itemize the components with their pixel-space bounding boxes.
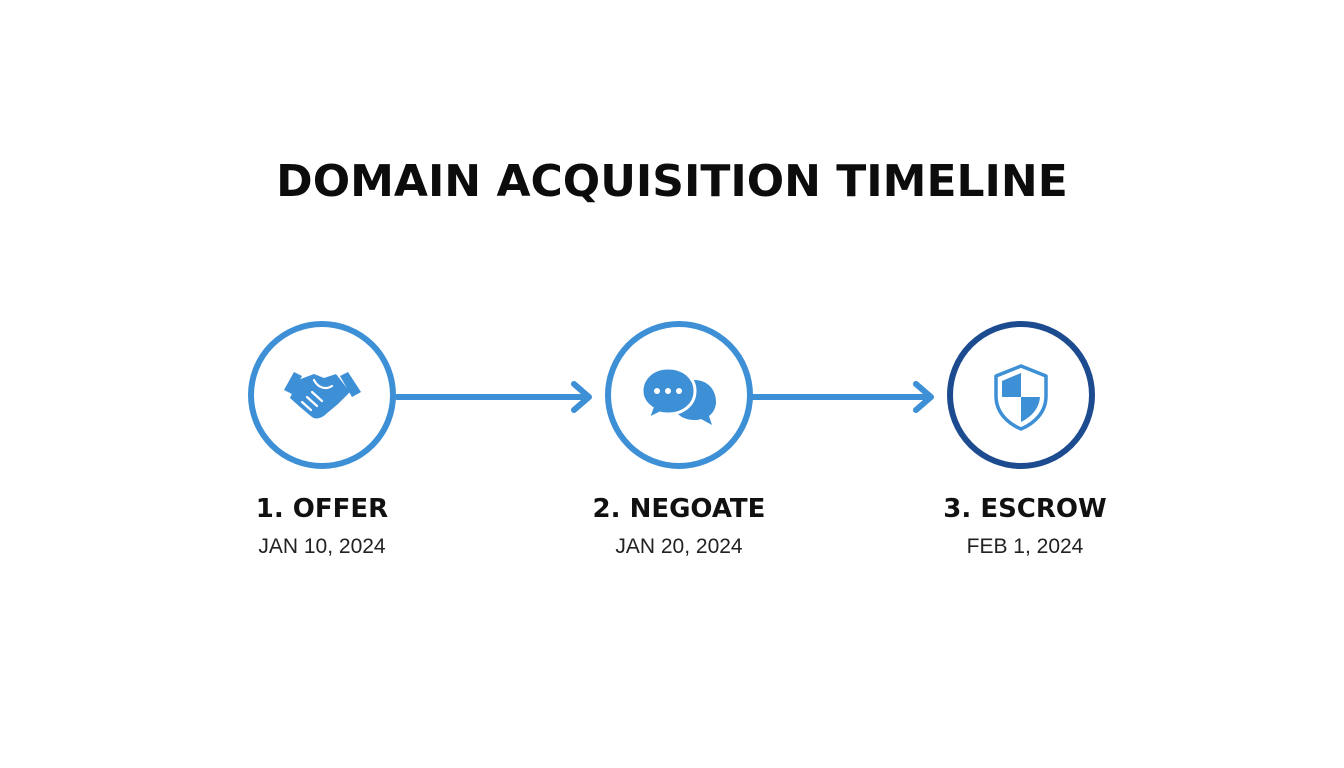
shield-icon	[994, 364, 1048, 431]
step-2-label: 2. NEGOATE	[592, 494, 766, 524]
connector-arrow-1	[394, 381, 592, 413]
connector-arrow-2	[749, 381, 934, 413]
handshake-icon	[284, 372, 361, 419]
step-1-label: 1. OFFER	[255, 494, 389, 524]
step-3-date: FEB 1, 2024	[966, 535, 1084, 558]
chat-bubbles-icon	[640, 366, 716, 425]
step-3-label: 3. ESCROW	[943, 494, 1107, 524]
step-1-date: JAN 10, 2024	[258, 535, 386, 558]
page-title: DOMAIN ACQUISITION TIMELINE	[276, 156, 1068, 207]
step-2-date: JAN 20, 2024	[615, 535, 743, 558]
